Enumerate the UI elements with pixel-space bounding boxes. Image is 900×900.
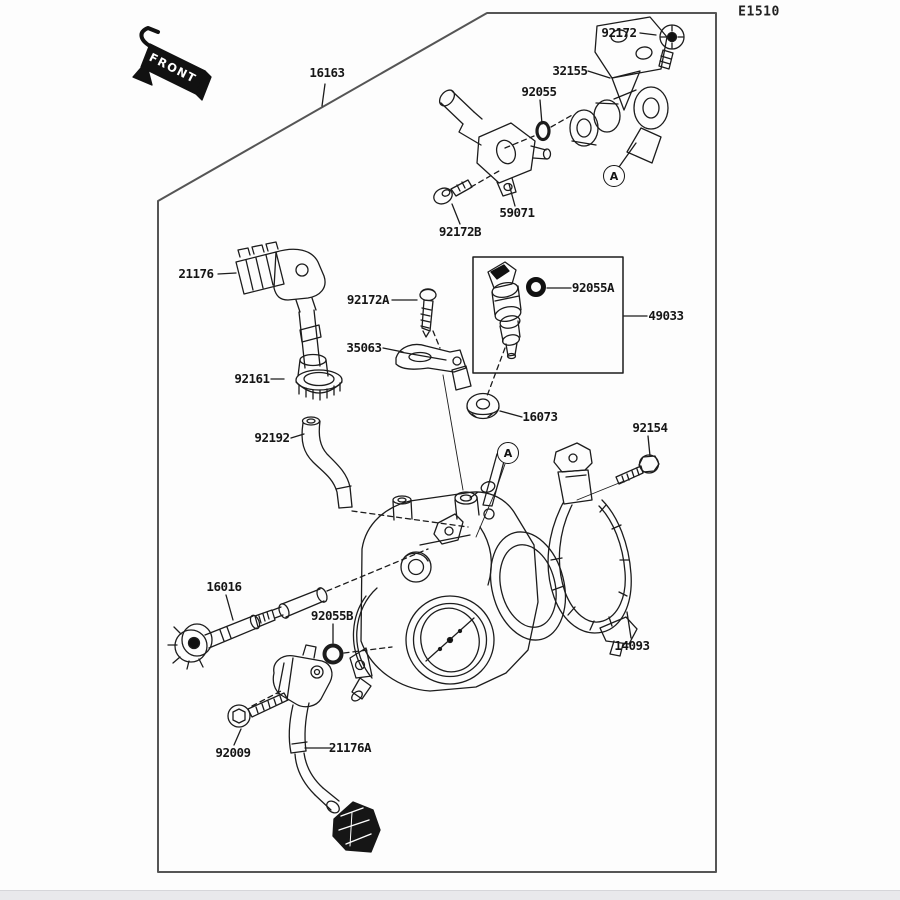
screw-92172A-drawing <box>419 288 437 338</box>
scan-edge-strip <box>0 890 900 900</box>
part-label-92192: 92192 <box>254 429 290 445</box>
oring-92055A-drawing <box>526 277 546 297</box>
bolt-92009-drawing <box>227 692 289 728</box>
part-label-21176A: 21176A <box>328 739 372 755</box>
part-label-14093: 14093 <box>614 637 650 653</box>
sensor-21176A-drawing <box>272 644 381 853</box>
part-label-16073: 16073 <box>522 408 558 424</box>
sensor-21176-drawing <box>235 241 326 369</box>
part-label-92055A: 92055A <box>571 279 615 295</box>
sensor-59071-drawing <box>438 89 552 197</box>
part-label-92172A: 92172A <box>346 291 390 307</box>
frame-border <box>157 12 717 873</box>
part-label-16016: 16016 <box>206 578 242 594</box>
part-92161-drawing <box>295 353 343 401</box>
washer-16073-drawing <box>466 392 500 420</box>
injector-49033-drawing <box>487 261 522 360</box>
part-label-49033: 49033 <box>648 307 684 323</box>
part-label-59071: 59071 <box>499 204 535 220</box>
holder-32155-drawing <box>569 16 669 164</box>
part-label-92161: 92161 <box>234 370 270 386</box>
part-label-92172: 92172 <box>601 24 637 40</box>
part-label-92154: 92154 <box>632 419 668 435</box>
screw-16016-drawing <box>167 587 328 670</box>
guide-14093-drawing <box>547 442 638 657</box>
bracket-35063-drawing <box>395 343 472 391</box>
oring-92055-drawing <box>535 120 551 142</box>
part-label-21176: 21176 <box>178 265 214 281</box>
ref-marker-a-2: A <box>497 442 519 464</box>
bolt-92154-drawing <box>615 454 660 485</box>
oring-92055B-drawing <box>322 643 344 665</box>
leader-lines <box>217 32 657 749</box>
part-label-32155: 32155 <box>552 62 588 78</box>
ref-marker-a-1: A <box>603 165 625 187</box>
front-direction-banner <box>132 26 212 101</box>
part-label-92172B: 92172B <box>438 223 482 239</box>
part-label-35063: 35063 <box>346 339 382 355</box>
throttle-body-drawing <box>349 449 567 702</box>
bolt-92172-drawing <box>658 24 685 70</box>
part-label-92055: 92055 <box>521 83 557 99</box>
inset-box-49033 <box>472 256 624 374</box>
part-label-92055B: 92055B <box>310 607 354 623</box>
bolt-92172B-drawing <box>433 179 473 205</box>
hose-92192-drawing <box>301 416 353 509</box>
part-label-92009: 92009 <box>215 744 251 760</box>
part-label-16163: 16163 <box>309 64 345 80</box>
drawing-code: E1510 <box>738 4 780 20</box>
